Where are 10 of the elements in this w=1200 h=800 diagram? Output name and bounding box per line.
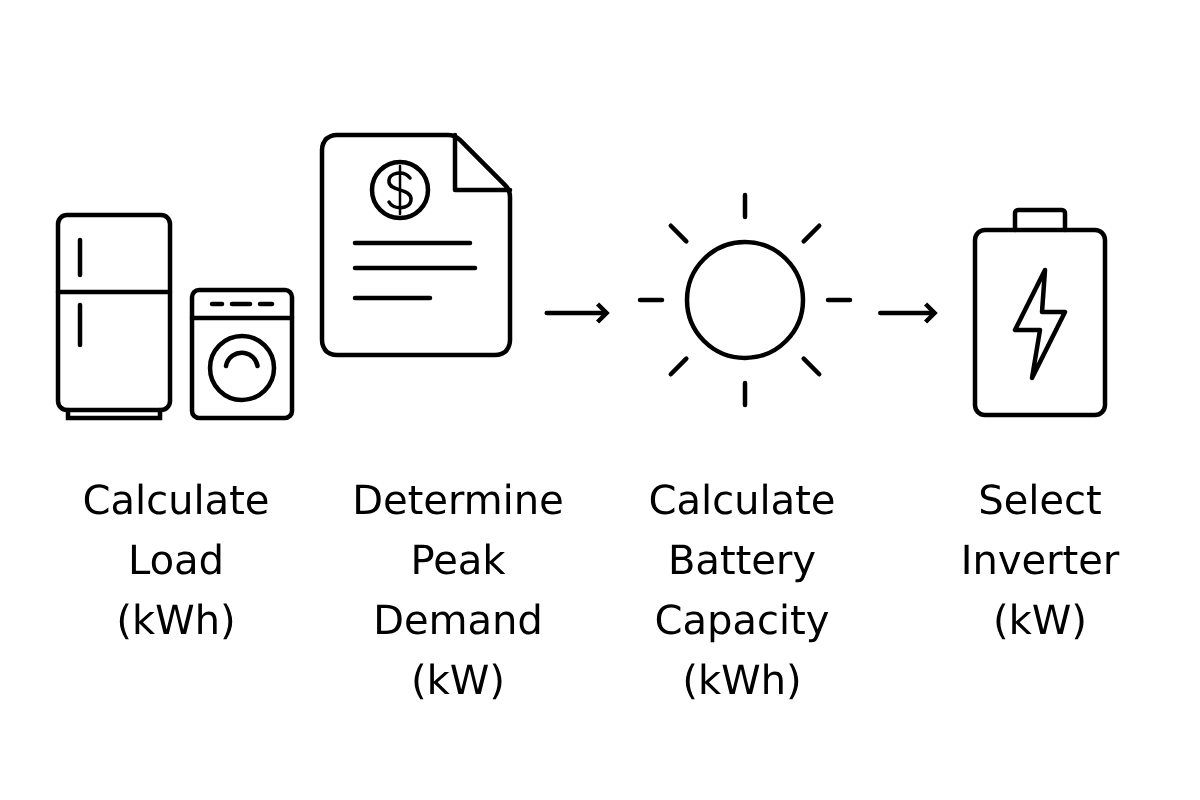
caption-text: Calculate Load (kWh): [84, 483, 268, 640]
caption-text: Determine Peak Demand (kW): [356, 483, 562, 700]
bill-drawing: [319, 132, 513, 358]
caption-text: Calculate Battery Capacity (kWh): [650, 483, 834, 700]
sun-drawing: [637, 192, 853, 408]
caption-text: Select Inverter (kW): [964, 483, 1120, 640]
arrow: [544, 302, 610, 324]
appliances-drawing: [55, 212, 295, 421]
arrow: [878, 302, 938, 324]
battery-drawing: [972, 207, 1108, 418]
